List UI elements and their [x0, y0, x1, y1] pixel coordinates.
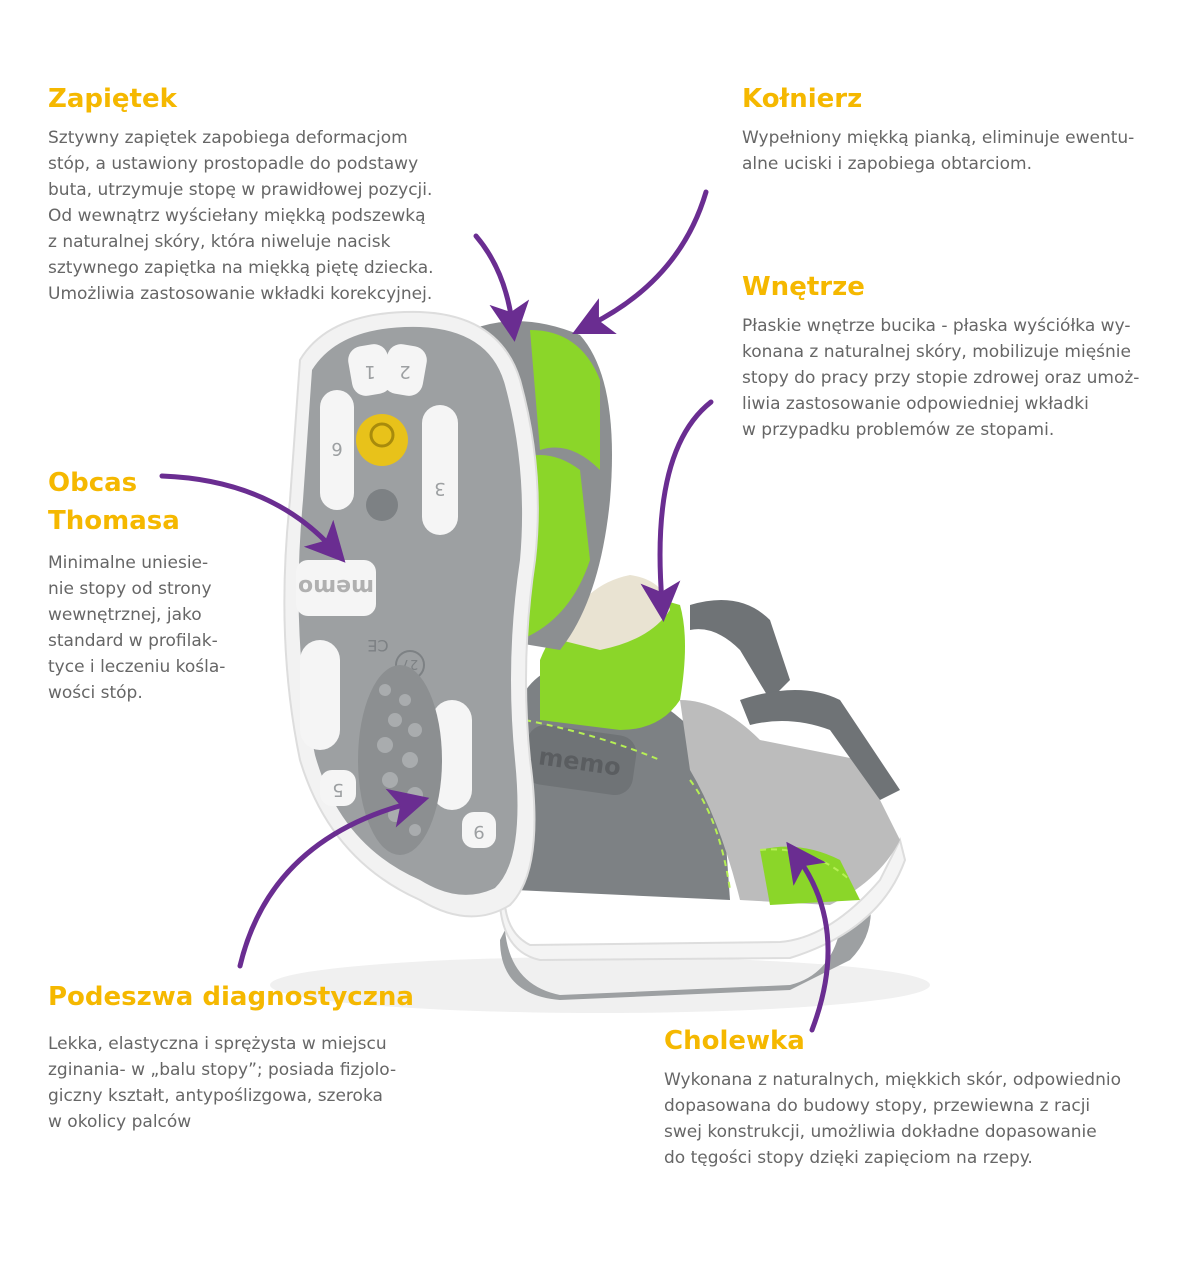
toe-pad-1: 1 — [364, 361, 375, 382]
label-podeszwa-text: Lekka, elastyczna i sprężysta w miejscu … — [48, 1034, 397, 1133]
right-shoe-strap-upper — [690, 600, 790, 700]
floor-shadow — [270, 957, 930, 1013]
label-podeszwa: Podeszwa diagnostyczna Lekka, elastyczna… — [48, 982, 468, 1135]
arrow-obcas — [159, 473, 346, 563]
arrow-zapietek — [473, 233, 530, 342]
arrow-wnetrze — [640, 399, 714, 622]
arrow-cholewka — [786, 841, 831, 1033]
label-obcas-title: Obcas Thomasa — [48, 468, 180, 536]
pad-number-9: 9 — [473, 821, 484, 842]
sole-yellow-badge — [356, 414, 408, 466]
pad-left-upper — [320, 390, 354, 510]
toe-pads: 1 2 — [348, 344, 427, 396]
label-kolnierz: Kołnierz Wypełniony miękką pianką, elimi… — [742, 84, 1172, 177]
label-cholewka-text: Wykonana z naturalnych, miękkich skór, o… — [664, 1070, 1121, 1169]
arrow-podeszwa — [237, 788, 430, 969]
pad-number-6: 6 — [331, 438, 342, 459]
label-obcas-text: Minimalne uniesie- nie stopy od strony w… — [48, 553, 226, 703]
pad-number-5: 5 — [332, 779, 343, 800]
heel-badge — [523, 724, 637, 796]
toe-pad-2: 2 — [399, 361, 410, 382]
pad-right-lower — [432, 700, 472, 810]
sole-ce-mark: CE — [367, 636, 388, 655]
right-shoe-midsole — [498, 837, 907, 962]
label-wnetrze-text: Płaskie wnętrze bucika - płaska wyściółk… — [742, 316, 1140, 441]
label-wnetrze-title: Wnętrze — [742, 272, 865, 302]
arrow-kolnierz — [572, 189, 709, 334]
right-shoe-strap-lower — [740, 690, 900, 800]
label-zapietek-title: Zapiętek — [48, 84, 177, 114]
right-shoe-side-panel — [680, 700, 900, 905]
pad-right-upper — [422, 405, 458, 535]
label-kolnierz-text: Wypełniony miękką pianką, eliminuje ewen… — [742, 128, 1135, 175]
right-shoe-outsole — [500, 900, 871, 1000]
label-cholewka: Cholewka Wykonana z naturalnych, miękkic… — [664, 1026, 1164, 1171]
sole-logo-band — [296, 560, 376, 616]
pad-number-3: 3 — [434, 478, 445, 499]
sole-logo: memo — [298, 574, 374, 599]
label-kolnierz-title: Kołnierz — [742, 84, 863, 114]
label-cholewka-title: Cholewka — [664, 1026, 805, 1056]
label-wnetrze: Wnętrze Płaskie wnętrze bucika - płaska … — [742, 272, 1172, 443]
diagnostic-zone — [358, 665, 442, 855]
label-podeszwa-title: Podeszwa diagnostyczna — [48, 982, 414, 1012]
pad-left-lower — [300, 640, 340, 750]
label-obcas: Obcas Thomasa Minimalne uniesie- nie sto… — [48, 464, 258, 706]
label-zapietek-text: Sztywny zapiętek zapobiega deformacjom s… — [48, 128, 434, 305]
left-shoe-collar-green — [530, 330, 600, 470]
left-shoe: 1 2 6 3 memo CE 27 5 9 — [283, 310, 612, 918]
label-zapietek: Zapiętek Sztywny zapiętek zapobiega defo… — [48, 84, 478, 307]
